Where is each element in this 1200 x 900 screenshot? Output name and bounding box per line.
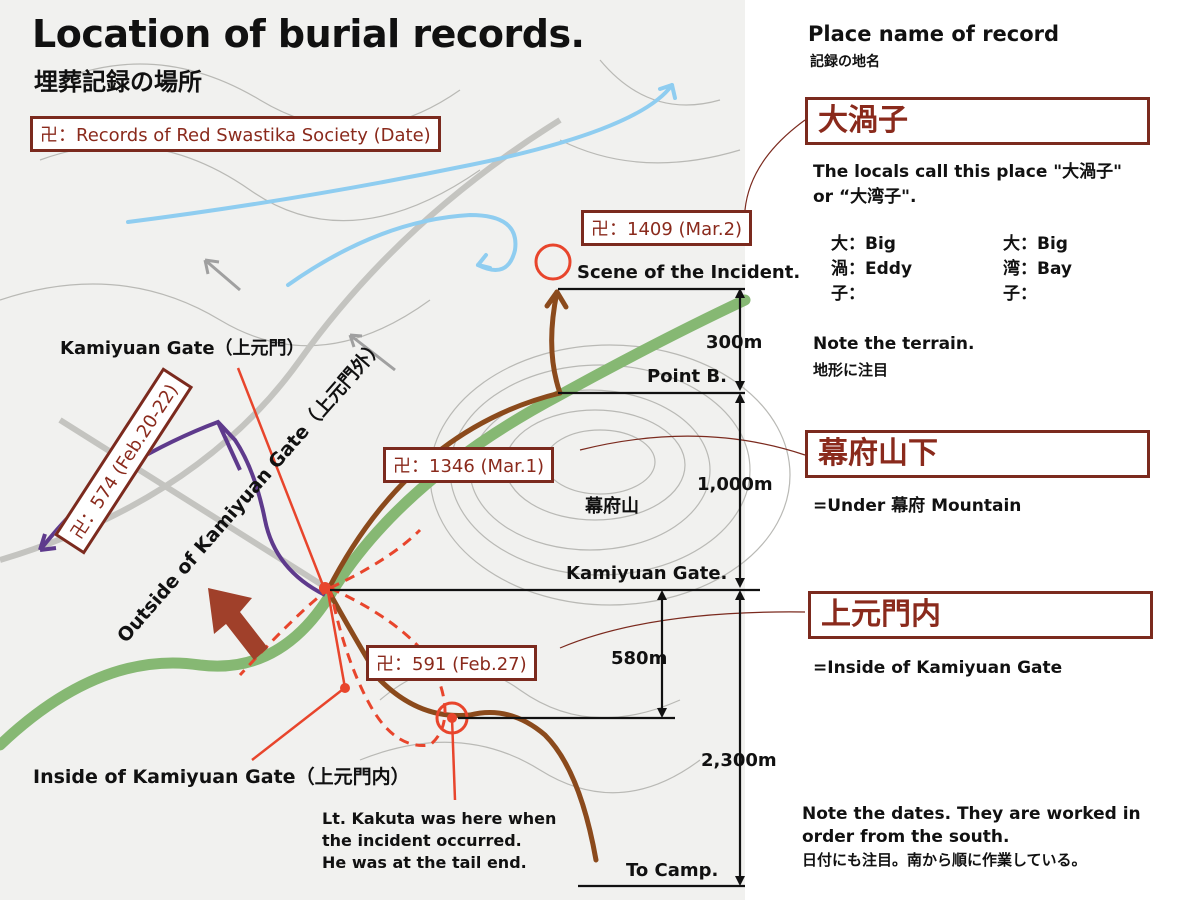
char-gloss: 大：Big	[831, 234, 896, 254]
scale-lines	[330, 287, 760, 888]
char-gloss: 湾：Bay	[1003, 259, 1072, 279]
kakuta-marker-dot	[447, 713, 457, 723]
page-title: Location of burial records.	[32, 12, 585, 56]
river-flow	[126, 83, 677, 287]
road-green	[0, 294, 751, 751]
panel-heading: Place name of record	[808, 22, 1060, 46]
dates-note-line: order from the south.	[802, 827, 1010, 847]
place-box-1: 大渦子	[805, 97, 1150, 145]
distance-1000: 1,000m	[697, 474, 773, 495]
record-591: 卍：591 (Feb.27)	[366, 645, 537, 681]
distance-580: 580m	[611, 648, 668, 669]
char-gloss: 大：Big	[1003, 234, 1068, 254]
legend-box: 卍：Records of Red Swastika Society (Date)	[30, 116, 441, 152]
dates-note-line: Note the dates. They are worked in	[802, 804, 1141, 824]
scene-label: Scene of the Incident.	[577, 262, 801, 283]
grey-arrows	[203, 258, 396, 372]
page-subtitle: 埋葬記録の場所	[34, 68, 202, 96]
place-1-desc-line: or “大湾子".	[813, 187, 917, 207]
kakuta-note-line: Lt. Kakuta was here when	[322, 809, 557, 828]
kakuta-note-line: the incident occurred.	[322, 831, 522, 850]
to-camp-label: To Camp.	[626, 860, 719, 881]
distance-300: 300m	[706, 332, 763, 353]
connector-lines	[559, 119, 806, 649]
scene-marker	[534, 243, 572, 281]
gate-marker	[319, 582, 331, 594]
char-gloss: 渦：Eddy	[831, 259, 913, 279]
kamiyuan-gate-label: Kamiyuan Gate（上元門）	[60, 338, 305, 359]
place-1-chars-left: 大：Big 渦：Eddy 子：	[831, 232, 912, 307]
marker-lines	[236, 367, 457, 801]
inside-marker	[340, 683, 350, 693]
distance-2300: 2,300m	[701, 750, 777, 771]
scale-arrowheads	[657, 288, 745, 886]
kakuta-note: Lt. Kakuta was here when the incident oc…	[322, 808, 556, 874]
place-box-2: 幕府山下	[805, 430, 1150, 478]
kakuta-note-line: He was at the tail end.	[322, 853, 527, 872]
dates-note: Note the dates. They are worked in order…	[802, 803, 1141, 872]
kamiyuan-gate-tick-label: Kamiyuan Gate.	[566, 563, 728, 584]
terrain-note: Note the terrain.	[813, 334, 975, 354]
char-gloss: 子：	[1003, 284, 1037, 304]
place-1-desc-line: The locals call this place "大渦子"	[813, 162, 1122, 182]
mountain-label: 幕府山	[585, 496, 639, 517]
big-red-arrow	[208, 588, 268, 660]
place-box-3: 上元門内	[808, 591, 1153, 639]
place-2-desc: =Under 幕府 Mountain	[813, 496, 1022, 516]
terrain-note-jp: 地形に注目	[813, 361, 889, 379]
inside-gate-label: Inside of Kamiyuan Gate（上元門内）	[33, 766, 410, 788]
place-1-desc: The locals call this place "大渦子" or “大湾子…	[813, 160, 1122, 210]
dates-note-line: 日付にも注目。南から順に作業している。	[802, 851, 1087, 869]
place-1-chars-right: 大：Big 湾：Bay 子：	[1003, 232, 1072, 307]
place-3-desc: =Inside of Kamiyuan Gate	[813, 658, 1063, 678]
char-gloss: 子：	[831, 284, 865, 304]
topographic-contours	[0, 59, 791, 794]
panel-heading-jp: 記録の地名	[810, 54, 880, 70]
record-1409: 卍：1409 (Mar.2)	[581, 210, 753, 246]
record-1346: 卍：1346 (Mar.1)	[383, 447, 555, 483]
point-b-label: Point B.	[647, 366, 727, 387]
